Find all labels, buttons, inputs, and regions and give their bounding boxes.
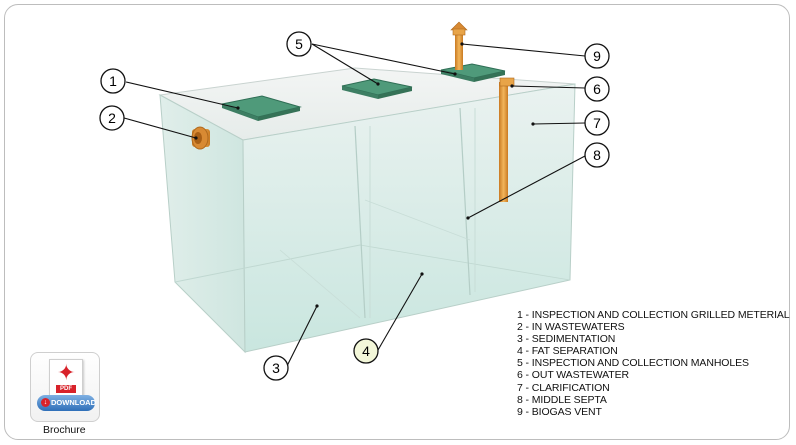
- legend-item-2: 2 - IN WASTEWATERS: [517, 321, 625, 334]
- callout-5-label: 5: [295, 36, 303, 52]
- legend: 1 - INSPECTION AND COLLECTION GRILLED ME…: [517, 309, 790, 418]
- biogas-vent: [450, 21, 468, 70]
- callout-3-label: 3: [272, 360, 280, 376]
- callout-9: 9: [584, 43, 610, 69]
- brochure-download-button[interactable]: ✦ PDF ↓ DOWNLOAD: [30, 352, 100, 422]
- inlet-pipe: [191, 126, 210, 150]
- callouts: 1 2 3 4 5 6 7 8: [99, 31, 610, 381]
- legend-item-5: 5 - INSPECTION AND COLLECTION MANHOLES: [517, 357, 749, 370]
- legend-item-9: 9 - BIOGAS VENT: [517, 405, 602, 418]
- callout-7: 7: [584, 110, 610, 136]
- acrobat-icon: ✦: [57, 361, 76, 386]
- callout-8: 8: [584, 142, 610, 168]
- outlet-pipe-body: [499, 82, 508, 202]
- callout-9-label: 9: [593, 48, 601, 64]
- pdf-icon: ✦ PDF: [49, 359, 83, 399]
- callout-7-label: 7: [593, 115, 601, 131]
- tank-body: [158, 67, 576, 354]
- callout-6-label: 6: [593, 81, 601, 97]
- legend-item-7: 7 - CLARIFICATION: [517, 381, 610, 394]
- leader-dots: [194, 42, 535, 308]
- outlet-pipe: [499, 77, 515, 202]
- callout-6: 6: [584, 76, 610, 102]
- callout-3: 3: [263, 355, 289, 381]
- download-label: DOWNLOAD: [51, 398, 96, 407]
- vent-pipe: [455, 34, 463, 70]
- callout-2: 2: [99, 105, 125, 131]
- pdf-badge: PDF: [56, 385, 76, 393]
- callout-2-label: 2: [108, 110, 116, 126]
- brochure-label[interactable]: Brochure: [43, 424, 86, 436]
- legend-item-8: 8 - MIDDLE SEPTA: [517, 393, 607, 406]
- leader-lines: [123, 43, 586, 369]
- callout-4-label: 4: [362, 343, 370, 359]
- legend-item-3: 3 - SEDIMENTATION: [517, 333, 616, 346]
- download-button[interactable]: ↓ DOWNLOAD: [37, 395, 96, 411]
- legend-item-1: 1 - INSPECTION AND COLLECTION GRILLED ME…: [517, 309, 790, 321]
- callout-5: 5: [286, 31, 312, 57]
- callout-4: 4: [353, 338, 379, 364]
- legend-item-4: 4 - FAT SEPARATION: [517, 345, 618, 358]
- download-arrow-icon: ↓: [41, 398, 50, 407]
- legend-item-6: 6 - OUT WASTEWATER: [517, 369, 629, 382]
- callout-8-label: 8: [593, 147, 601, 163]
- callout-1: 1: [100, 68, 126, 94]
- septa-2: [459, 107, 471, 296]
- septa-1: [354, 125, 366, 319]
- callout-1-label: 1: [109, 73, 117, 89]
